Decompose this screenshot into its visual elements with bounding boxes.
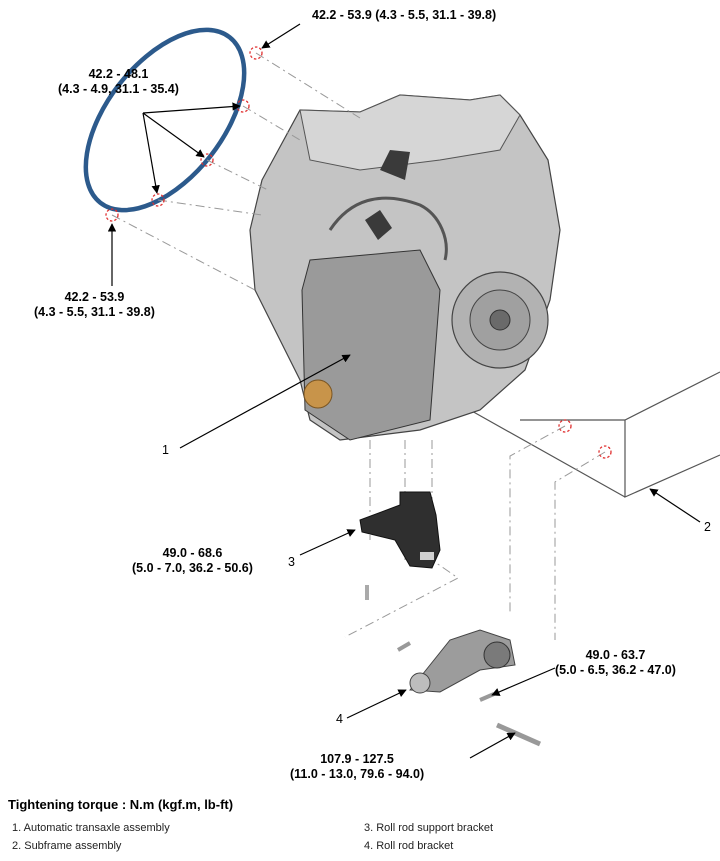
legend-title: Tightening torque : N.m (kgf.m, lb-ft) [8, 797, 234, 812]
torque-top-left-line1: 42.2 - 48.1 [88, 67, 149, 81]
torque-bottom-line1: 107.9 - 127.5 [320, 752, 394, 766]
subframe-assembly [469, 371, 720, 498]
torque-bracket3-line1: 49.0 - 68.6 [162, 546, 223, 560]
transaxle-assembly [249, 94, 561, 441]
torque-label-mid-left: 42.2 - 53.9 (4.3 - 5.5, 31.1 - 39.8) [34, 290, 155, 320]
torque-top-left-line2: (4.3 - 4.9, 31.1 - 35.4) [58, 82, 179, 96]
torque-bottom-line2: (11.0 - 13.0, 79.6 - 94.0) [290, 767, 425, 781]
torque-top-right-line1: 42.2 - 53.9 (4.3 - 5.5, 31.1 - 39.8) [312, 8, 497, 22]
roll-rod-bracket [396, 629, 542, 747]
legend-item-3: 3. Roll rod support bracket [364, 822, 494, 834]
torque-label-bottom: 107.9 - 127.5 (11.0 - 13.0, 79.6 - 94.0) [290, 752, 424, 782]
callout-4: 4 [336, 712, 343, 726]
legend-item-1: 1. Automatic transaxle assembly [12, 822, 170, 834]
torque-mid-left-line2: (4.3 - 5.5, 31.1 - 39.8) [34, 305, 155, 319]
roll-rod-support-bracket [359, 491, 441, 600]
torque-label-bracket3: 49.0 - 68.6 (5.0 - 7.0, 36.2 - 50.6) [132, 546, 253, 576]
torque-label-bracket4: 49.0 - 63.7 (5.0 - 6.5, 36.2 - 47.0) [555, 648, 676, 678]
callout-2: 2 [704, 520, 711, 534]
torque-label-top-left: 42.2 - 48.1 (4.3 - 4.9, 31.1 - 35.4) [58, 67, 179, 97]
mount-ring [83, 27, 247, 213]
torque-bracket3-line2: (5.0 - 7.0, 36.2 - 50.6) [132, 561, 253, 575]
torque-bracket4-line2: (5.0 - 6.5, 36.2 - 47.0) [555, 663, 676, 677]
torque-label-top-right: 42.2 - 53.9 (4.3 - 5.5, 31.1 - 39.8) [312, 8, 496, 23]
exploded-view-diagram [83, 23, 720, 759]
callout-1: 1 [162, 443, 169, 457]
legend-item-4: 4. Roll rod bracket [364, 840, 454, 852]
callout-3: 3 [288, 555, 295, 569]
torque-mid-left-line1: 42.2 - 53.9 [64, 290, 125, 304]
torque-bracket4-line1: 49.0 - 63.7 [585, 648, 646, 662]
legend-item-2: 2. Subframe assembly [12, 840, 122, 852]
